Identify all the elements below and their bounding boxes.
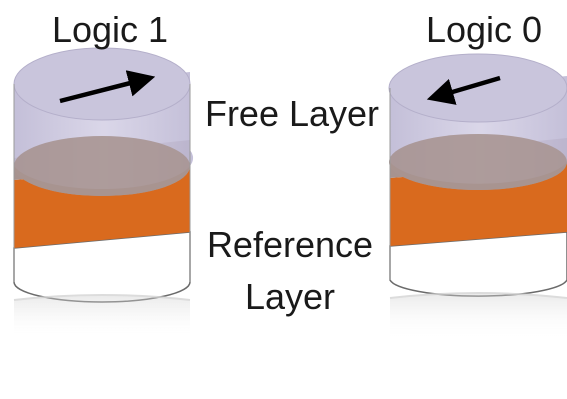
reference-layer-label-line2: Layer — [245, 276, 335, 317]
right-left-arrow-icon — [426, 75, 501, 105]
reference-layer-label-line1: Reference — [207, 224, 373, 265]
logic-1-title: Logic 1 — [52, 9, 168, 50]
left-right-arrow-icon — [59, 70, 156, 104]
logic-0-title: Logic 0 — [426, 9, 542, 50]
right-free-layer-top — [388, 53, 567, 123]
right-mtj-cylinder — [388, 53, 567, 297]
left-reflection — [13, 294, 191, 340]
left-free-layer-top — [13, 47, 191, 121]
left-mtj-cylinder — [13, 47, 194, 303]
free-layer-label: Free Layer — [205, 93, 379, 134]
right-reflection — [389, 292, 567, 340]
